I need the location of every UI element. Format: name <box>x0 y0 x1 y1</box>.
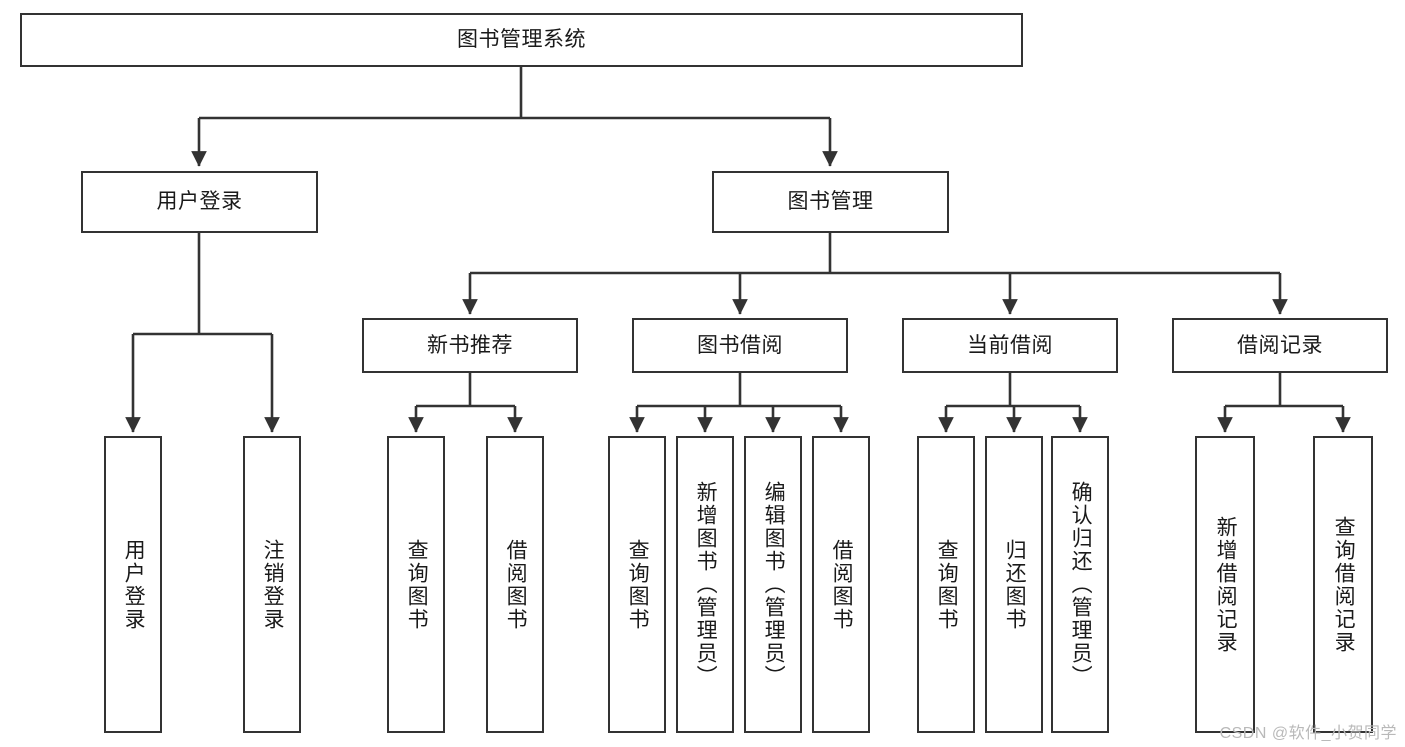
node-leaf-book-borrow-edit[interactable]: 编辑图书（管理员） <box>744 436 802 733</box>
node-label: 借阅图书 <box>504 538 528 631</box>
node-leaf-book-borrow-borrow[interactable]: 借阅图书 <box>812 436 870 733</box>
node-book-management[interactable]: 图书管理 <box>712 171 949 233</box>
node-label: 归还图书 <box>1003 538 1027 631</box>
node-leaf-user-login-login[interactable]: 用户登录 <box>104 436 162 733</box>
node-book-borrow[interactable]: 图书借阅 <box>632 318 848 373</box>
node-leaf-new-book-borrow[interactable]: 借阅图书 <box>486 436 544 733</box>
node-label: 确认归还（管理员） <box>1069 481 1093 688</box>
node-label: 编辑图书（管理员） <box>762 481 786 688</box>
node-label: 注销登录 <box>261 538 285 631</box>
node-label: 查询图书 <box>935 538 959 631</box>
node-label: 新增借阅记录 <box>1214 515 1238 654</box>
node-leaf-borrow-record-query[interactable]: 查询借阅记录 <box>1313 436 1373 733</box>
node-leaf-current-borrow-return[interactable]: 归还图书 <box>985 436 1043 733</box>
node-label: 查询图书 <box>405 538 429 631</box>
csdn-watermark: CSDN @软件_小贺同学 <box>1219 725 1397 742</box>
node-leaf-current-borrow-confirm-return[interactable]: 确认归还（管理员） <box>1051 436 1109 733</box>
node-label: 用户登录 <box>156 190 243 214</box>
node-label: 图书管理系统 <box>457 28 586 52</box>
node-user-login[interactable]: 用户登录 <box>81 171 318 233</box>
node-label: 用户登录 <box>122 538 146 631</box>
node-leaf-new-book-query[interactable]: 查询图书 <box>387 436 445 733</box>
node-leaf-borrow-record-add[interactable]: 新增借阅记录 <box>1195 436 1255 733</box>
node-label: 借阅图书 <box>830 538 854 631</box>
node-new-book-recommend[interactable]: 新书推荐 <box>362 318 578 373</box>
node-leaf-user-login-logout[interactable]: 注销登录 <box>243 436 301 733</box>
node-label: 当前借阅 <box>967 333 1053 357</box>
node-label: 图书管理 <box>787 190 874 214</box>
node-label: 新增图书（管理员） <box>694 481 718 688</box>
node-label: 查询借阅记录 <box>1332 515 1356 654</box>
node-leaf-book-borrow-add[interactable]: 新增图书（管理员） <box>676 436 734 733</box>
node-leaf-current-borrow-query[interactable]: 查询图书 <box>917 436 975 733</box>
node-root-book-management-system[interactable]: 图书管理系统 <box>20 13 1023 67</box>
node-label: 借阅记录 <box>1237 333 1323 357</box>
node-borrow-record[interactable]: 借阅记录 <box>1172 318 1388 373</box>
node-leaf-book-borrow-query[interactable]: 查询图书 <box>608 436 666 733</box>
node-current-borrow[interactable]: 当前借阅 <box>902 318 1118 373</box>
node-label: 查询图书 <box>626 538 650 631</box>
node-label: 新书推荐 <box>427 333 513 357</box>
node-label: 图书借阅 <box>697 333 783 357</box>
